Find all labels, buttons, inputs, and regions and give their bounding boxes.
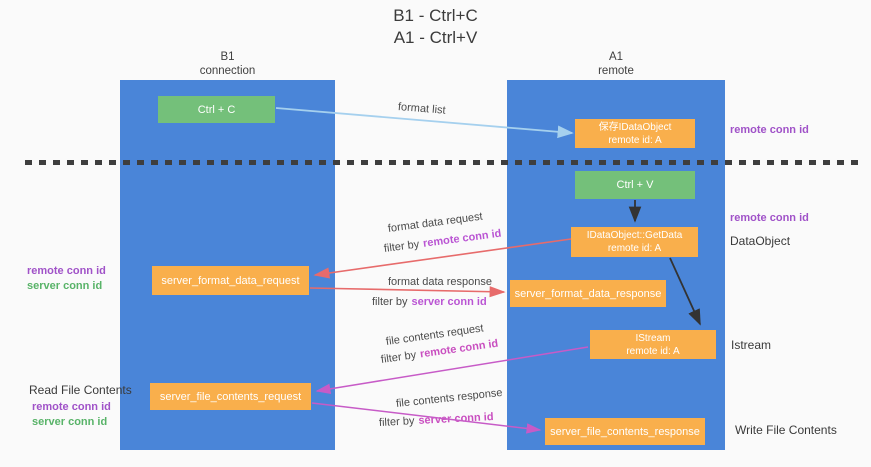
lane-b1-subtitle: connection (199, 65, 256, 77)
filter-prefix: filter by (383, 238, 420, 255)
annotation-remote-conn-id-mid-right: remote conn id (730, 212, 809, 224)
save-idataobject-line1: 保存IDataObject (598, 121, 672, 133)
annotation-server-conn-id-bottom-left: server conn id (32, 416, 108, 428)
lane-a1-title: A1 (608, 51, 624, 63)
annotation-write-file-contents: Write File Contents (735, 423, 837, 437)
filter-prefix: filter by (380, 349, 417, 366)
lane-header-a1: A1 remote (507, 50, 725, 78)
lane-header-b1: B1 connection (120, 50, 335, 78)
istream-line2: remote id: A (626, 345, 680, 357)
node-server-format-data-response: server_format_data_response (510, 280, 666, 307)
annotation-read-file-contents: Read File Contents (29, 383, 132, 397)
filter-key-remote-conn-id: remote conn id (422, 227, 503, 250)
server-file-contents-request-label: server_file_contents_request (159, 390, 302, 403)
server-format-data-response-label: server_format_data_response (514, 287, 662, 300)
node-server-format-data-request: server_format_data_request (152, 266, 309, 295)
annotation-remote-conn-id-top-right: remote conn id (730, 124, 809, 136)
node-ctrl-c: Ctrl + C (158, 96, 275, 123)
annotation-remote-conn-id-mid-left: remote conn id (27, 265, 106, 277)
ctrl-c-label: Ctrl + C (197, 103, 236, 116)
node-server-file-contents-request: server_file_contents_request (150, 383, 311, 410)
edge-label-file-contents-response: file contents response (395, 386, 504, 410)
getdata-line2: remote id: A (607, 243, 662, 254)
node-server-file-contents-response: server_file_contents_response (545, 418, 705, 445)
ctrl-v-label: Ctrl + V (616, 179, 654, 191)
phase-separator-dashed-line (25, 160, 861, 165)
filter-key-server-conn-id: server conn id (418, 411, 494, 427)
filter-prefix: filter by (372, 296, 408, 308)
server-format-data-request-label: server_format_data_request (161, 274, 300, 287)
page-title: B1 - Ctrl+C A1 - Ctrl+V (0, 5, 871, 49)
annotation-remote-conn-id-bottom-left: remote conn id (32, 401, 111, 413)
node-ctrl-v: Ctrl + V (575, 171, 695, 199)
node-istream: IStream remote id: A (590, 330, 716, 359)
istream-line1: IStream (635, 332, 671, 344)
filter-prefix: filter by (378, 415, 415, 429)
save-idataobject-line2: remote id: A (608, 134, 662, 146)
annotation-istream: Istream (731, 338, 772, 352)
title-line-1: B1 - Ctrl+C (393, 6, 478, 25)
lane-b1-title: B1 (220, 51, 235, 63)
annotation-server-conn-id-mid-left: server conn id (27, 280, 103, 292)
annotation-dataobject: DataObject (730, 234, 791, 248)
edge-label-format-list: format list (397, 101, 447, 117)
lane-a1-subtitle: remote (598, 65, 634, 77)
getdata-line1: IDataObject::GetData (586, 230, 683, 241)
edge-label-format-data-response: format data response (388, 276, 492, 288)
node-save-idataobject: 保存IDataObject remote id: A (575, 119, 695, 148)
filter-key-server-conn-id: server conn id (411, 296, 487, 308)
server-file-contents-response-label: server_file_contents_response (550, 425, 700, 438)
node-idataobject-getdata: IDataObject::GetData remote id: A (571, 227, 698, 257)
title-line-2: A1 - Ctrl+V (393, 28, 478, 47)
arrow-format-data-response (309, 286, 506, 298)
